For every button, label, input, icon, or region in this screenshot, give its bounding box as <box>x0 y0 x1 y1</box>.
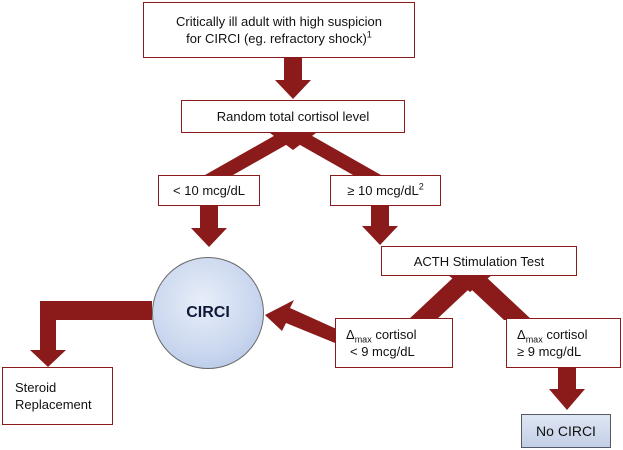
delta-high-box: Δmax cortisol ≥ 9 mcg/dL <box>506 318 621 368</box>
delta-high-rest: cortisol <box>542 327 588 342</box>
delta-high-line2: ≥ 9 mcg/dL <box>517 344 582 359</box>
high-cortisol-label: ≥ 10 mcg/dL <box>347 183 419 198</box>
circi-label: CIRCI <box>186 304 230 321</box>
delta-low-line2: < 9 mcg/dL <box>350 344 415 359</box>
start-footnote: 1 <box>366 29 372 40</box>
arrow-split-tip <box>270 133 316 150</box>
low-cortisol-box: < 10 mcg/dL <box>158 175 260 206</box>
acth-test-box: ACTH Stimulation Test <box>381 246 577 276</box>
start-box: Critically ill adult with high suspicion… <box>143 2 415 58</box>
high-cortisol-box: ≥ 10 mcg/dL2 <box>330 175 441 206</box>
arrow-random-to-low <box>205 133 307 175</box>
start-line2-wrap: for CIRCI (eg. refractory shock)1 <box>176 30 382 47</box>
delta-high-symbol: Δ <box>517 327 526 342</box>
low-cortisol-label: < 10 mcg/dL <box>173 183 245 198</box>
steroid-line2: Replacement <box>15 397 92 412</box>
start-line2: for CIRCI (eg. refractory shock) <box>186 31 367 46</box>
delta-low-line1: Δmax cortisol <box>346 326 417 345</box>
delta-low-box: Δmax cortisol < 9 mcg/dL <box>335 318 453 368</box>
arrow-start-to-random <box>275 58 311 99</box>
arrow-random-to-high <box>279 133 381 175</box>
delta-high-line1: Δmax cortisol <box>517 326 588 345</box>
no-circi-box: No CIRCI <box>521 414 611 448</box>
delta-high-sub: max <box>525 334 543 345</box>
delta-low-rest: cortisol <box>371 327 417 342</box>
arrow-circi-to-steroid <box>30 301 152 367</box>
no-circi-label: No CIRCI <box>536 423 596 439</box>
delta-low-symbol: Δ <box>346 327 355 342</box>
arrow-high-to-acth <box>362 206 398 245</box>
random-cortisol-label: Random total cortisol level <box>216 109 370 124</box>
start-line1: Critically ill adult with high suspicion <box>176 14 382 29</box>
steroid-box: Steroid Replacement <box>2 367 113 425</box>
steroid-line1: Steroid <box>15 380 57 395</box>
random-cortisol-box: Random total cortisol level <box>181 100 405 133</box>
arrow-delta-low-to-circi <box>265 300 341 343</box>
arrow-acth-split-tip <box>448 275 492 292</box>
high-cortisol-footnote: 2 <box>418 181 424 192</box>
arrow-delta-high-to-no-circi <box>549 367 585 410</box>
delta-low-sub: max <box>354 334 372 345</box>
circi-circle: CIRCI <box>152 257 264 369</box>
acth-test-label: ACTH Stimulation Test <box>413 253 545 269</box>
arrow-low-to-circi <box>191 206 227 247</box>
